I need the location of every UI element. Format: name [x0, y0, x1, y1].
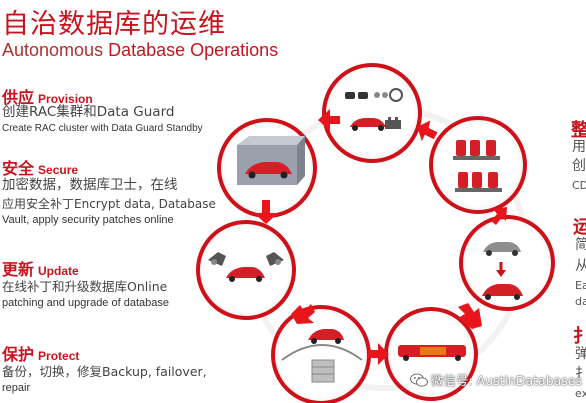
secure-desc-line3: Vault, apply security patches online	[2, 214, 174, 226]
arrow-optimize-to-operate	[458, 303, 482, 329]
subtitle-prefix: Autonomous	[2, 40, 109, 60]
node-optimize	[384, 307, 478, 401]
page-title: 自治数据库的运维	[2, 9, 226, 40]
update-desc-line1: 在线补丁和升级数据库Online	[2, 279, 168, 294]
right-fragment-3-head: 扌	[573, 326, 586, 347]
secure-title-en: Secure	[38, 163, 79, 177]
right-fragment-2a: 简	[575, 237, 586, 253]
watermark-text: 微信号: AustinDatabases	[430, 373, 582, 388]
page-subtitle: Autonomous Database Operations	[2, 40, 278, 61]
provision-desc-cn: 创建RAC集群和Data Guard	[2, 104, 175, 120]
car-icon	[350, 118, 386, 127]
provision-title-en: Provision	[38, 92, 93, 106]
wechat-icon	[409, 373, 428, 387]
arrow-provision-to-secure	[318, 109, 340, 131]
provision-title-cn: 供应	[2, 88, 35, 107]
right-fragment-3a: 弹	[575, 346, 586, 362]
right-fragment-1b: 创	[572, 158, 586, 174]
crash-path-icon	[281, 344, 363, 361]
protect-desc-line2: repair	[2, 382, 31, 394]
protect-desc-line1: 备份，切换，修复Backup, failover,	[2, 364, 207, 379]
protect-title-en: Protect	[38, 349, 80, 363]
car-icon	[308, 329, 344, 340]
robot-arm-icon	[208, 252, 226, 266]
arrow-down-icon	[496, 270, 506, 277]
right-fragment-1c: CD	[572, 179, 586, 192]
arrow-scale-to-provision	[417, 120, 438, 142]
secure-desc-line1: 加密数据，数据库卫士，在线	[2, 177, 178, 193]
node-operate	[459, 215, 555, 311]
right-fragment-1a: 用	[572, 139, 586, 155]
provision-desc-en: Create RAC cluster with Data Guard Stand…	[2, 123, 203, 134]
update-title-en: Update	[38, 264, 79, 278]
update-title-cn: 更新	[2, 260, 35, 279]
car-icon	[226, 267, 265, 278]
arrow-protect-to-optimize	[368, 343, 389, 365]
protect-title-cn: 保护	[2, 345, 35, 364]
arrow-operate-to-scale	[491, 207, 507, 225]
server-rack-icon	[456, 140, 498, 188]
secure-desc-line2: 应用安全补丁Encrypt data, Database	[2, 197, 216, 211]
node-scale	[429, 116, 527, 214]
secure-title-cn: 安全	[2, 159, 35, 178]
node-update	[196, 220, 296, 320]
right-fragment-2b: 从	[575, 258, 586, 274]
car-icon	[482, 284, 523, 296]
update-desc-line2: patching and upgrade of database	[2, 297, 169, 309]
node-protect	[271, 305, 371, 403]
arrow-update-to-protect	[291, 304, 315, 324]
node-secure	[217, 118, 317, 218]
right-fragment-1-head: 整	[571, 120, 586, 141]
battery-icon	[385, 120, 401, 129]
right-fragment-3c: ex	[575, 387, 586, 400]
right-fragment-3b: 扌	[575, 366, 586, 382]
right-fragment-2c: Ea	[575, 279, 586, 292]
right-fragment-2-head: 运	[573, 217, 586, 238]
subtitle-rest: Database Operations	[108, 40, 279, 60]
assembly-robot-icon	[345, 92, 388, 99]
gear-icon	[389, 88, 403, 102]
robot-arm-icon	[266, 252, 284, 266]
car-icon	[245, 162, 292, 174]
grey-car-icon	[483, 242, 521, 252]
watermark: 微信号: AustinDatabases	[409, 370, 582, 389]
brick-wall-icon	[311, 359, 335, 383]
right-fragment-2d: da	[575, 295, 586, 308]
arrow-secure-to-update	[254, 200, 278, 224]
node-provision	[322, 63, 422, 163]
